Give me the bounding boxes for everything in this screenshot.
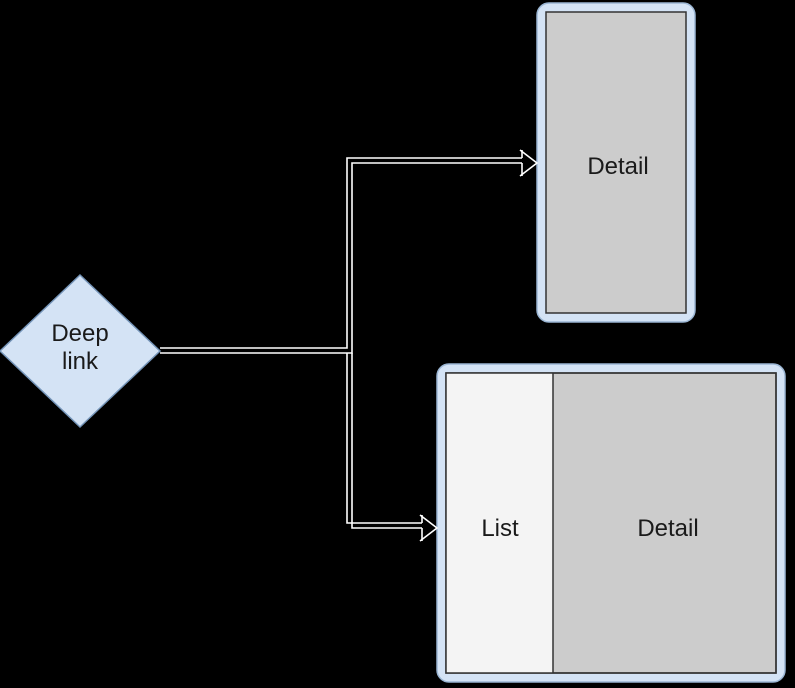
edge-deeplink-to-phone[interactable] [160,149,539,354]
edge-lower-rail-inner [351,353,422,529]
edge-upper-rail-outer [160,157,522,349]
edges-layer [160,149,539,542]
phone-screen-detail-pane [545,11,687,314]
tablet-screen-outline [445,372,777,674]
node-deep-link[interactable] [0,273,162,429]
diamond-shape [0,273,162,429]
node-tablet[interactable] [436,363,786,683]
node-phone[interactable] [536,2,696,323]
edge-deeplink-to-tablet[interactable] [346,353,439,542]
edge-lower-arrowhead [419,514,439,542]
tablet-list-pane [446,373,553,673]
edge-upper-rail-inner [160,162,522,354]
edge-upper-arrowhead [519,149,539,177]
edge-lower-rail-outer [346,353,422,524]
